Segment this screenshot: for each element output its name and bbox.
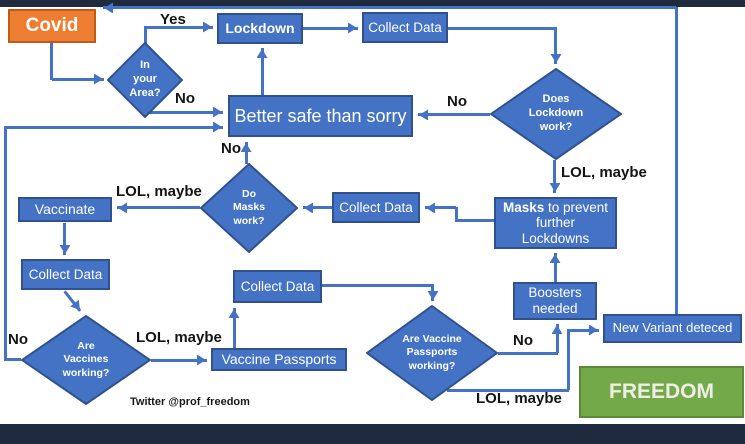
label-lol-vaccines: LOL, maybe <box>136 329 222 346</box>
bottom-frame-bar <box>0 424 745 444</box>
node-boosters: Boosters needed <box>513 282 597 320</box>
diamond-shape <box>366 305 498 401</box>
node-masks-text: Lockdowns <box>521 230 590 246</box>
node-in-your-area-label: In your Area? <box>129 59 161 99</box>
node-collect-data-left: Collect Data <box>21 259 110 290</box>
label-no-vaccines: No <box>8 331 28 348</box>
node-masks-text: further <box>535 215 575 231</box>
node-are-vaccine-passports-working-label: Are Vaccine Passports working? <box>402 333 462 372</box>
node-collect-data-top: Collect Data <box>362 12 448 43</box>
diamond-shape <box>200 163 298 253</box>
node-vaccine-passports-label: Vaccine Passports <box>221 351 337 368</box>
node-collect-data-bottom-label: Collect Data <box>240 278 315 294</box>
node-collect-data-mid: Collect Data <box>332 192 420 223</box>
label-lol-lockdown: LOL, maybe <box>561 164 647 181</box>
node-freedom-label: FREEDOM <box>609 379 714 403</box>
node-lockdown: Lockdown <box>217 13 303 44</box>
node-collect-data-left-label: Collect Data <box>28 266 103 282</box>
node-in-your-area: In your Area? <box>107 42 183 118</box>
node-vaccinate-label: Vaccinate <box>34 201 96 218</box>
node-freedom: FREEDOM <box>579 366 744 418</box>
node-collect-data-mid-label: Collect Data <box>339 199 413 215</box>
node-are-vaccines-working: Are Vaccines working? <box>21 315 151 405</box>
node-masks-text: Masks <box>502 199 548 215</box>
node-better-safe: Better safe than sorry <box>228 95 413 137</box>
node-do-masks-work: Do Masks work? <box>200 163 298 253</box>
label-no-masks: No <box>221 140 241 157</box>
label-lol-masks: LOL, maybe <box>116 183 202 200</box>
node-new-variant-label: New Variant deteced <box>612 320 733 336</box>
label-no-area: No <box>175 90 195 107</box>
node-masks-text: to prevent <box>547 199 609 215</box>
node-covid-label: Covid <box>25 15 79 37</box>
diamond-shape <box>490 68 622 160</box>
node-vaccine-passports: Vaccine Passports <box>211 348 347 371</box>
node-do-masks-work-label: Do Masks work? <box>232 188 266 227</box>
node-new-variant: New Variant deteced <box>603 314 742 343</box>
diamond-shape <box>21 315 151 405</box>
label-no-vp: No <box>513 332 533 349</box>
top-frame-bar <box>0 0 745 7</box>
node-boosters-label: Boosters needed <box>528 285 582 316</box>
node-are-vaccine-passports-working: Are Vaccine Passports working? <box>366 305 498 401</box>
label-lol-vp: LOL, maybe <box>476 390 562 407</box>
label-yes: Yes <box>160 11 186 28</box>
node-vaccinate: Vaccinate <box>18 197 112 222</box>
node-lockdown-label: Lockdown <box>225 20 295 37</box>
node-covid: Covid <box>8 9 96 43</box>
node-better-safe-label: Better safe than sorry <box>234 105 407 126</box>
node-does-lockdown-work-label: Does Lockdown work? <box>528 93 584 133</box>
label-no-lockdown: No <box>447 93 467 110</box>
diamond-shape <box>107 42 183 118</box>
node-are-vaccines-working-label: Are Vaccines working? <box>62 340 110 379</box>
node-collect-data-bottom: Collect Data <box>233 270 322 303</box>
node-collect-data-top-label: Collect Data <box>368 19 442 35</box>
credit-text: Twitter @prof_freedom <box>130 396 250 408</box>
node-does-lockdown-work: Does Lockdown work? <box>490 68 622 160</box>
